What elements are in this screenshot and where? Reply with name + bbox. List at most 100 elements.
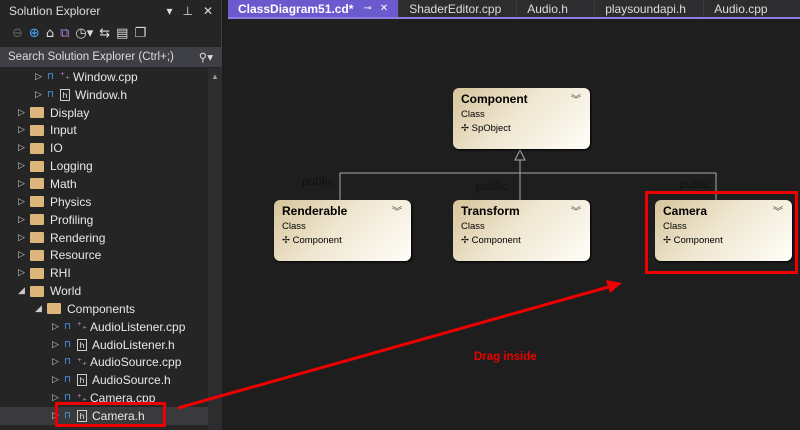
lock-icon: ⊓ [64, 339, 72, 350]
tree-item[interactable]: ◢World [0, 282, 208, 300]
inheritance-line [339, 172, 717, 200]
tree-item[interactable]: ▷ Display [0, 104, 208, 122]
class-kind: Class [461, 109, 485, 120]
collapse-icon[interactable]: ◢ [35, 303, 42, 314]
tree-item[interactable]: ▷Math [0, 175, 208, 193]
cpp-file-icon: ⁺₊ [76, 356, 88, 368]
tree-item[interactable]: ▷Profiling [0, 211, 208, 229]
expand-icon[interactable]: ▷ [18, 107, 25, 118]
expand-icon[interactable]: ▷ [18, 178, 25, 189]
scrollbar[interactable]: ▲ [208, 68, 222, 430]
expand-icon[interactable]: ▷ [18, 250, 25, 261]
search-input[interactable]: Search Solution Explorer (Ctrl+;) ⚲▾ [0, 47, 221, 67]
tree-item[interactable]: ▷Logging [0, 157, 208, 175]
expand-icon[interactable]: ▷ [35, 89, 42, 100]
lock-icon: ⊓ [64, 393, 72, 404]
vs-solution-icon[interactable]: ⧉ [60, 25, 70, 41]
tab[interactable]: playsoundapi.h [595, 0, 705, 17]
tab-label: playsoundapi.h [605, 1, 686, 16]
expand-icon[interactable]: ▷ [18, 143, 25, 154]
sync-icon[interactable]: ⇆ [99, 25, 111, 41]
expand-icon[interactable]: ▷ [52, 375, 59, 386]
tree-item-label: Camera.h [92, 408, 145, 423]
pin-icon[interactable]: ⊥ [182, 4, 193, 18]
tab[interactable]: ShaderEditor.cpp [399, 0, 518, 17]
header-file-icon: h [77, 338, 87, 351]
base-class: ✢ Component [663, 235, 723, 246]
tab-label: ShaderEditor.cpp [409, 1, 502, 16]
tree-item[interactable]: ▷⊓⁺₊AudioSource.cpp [0, 354, 208, 372]
expand-icon[interactable]: ▷ [18, 232, 25, 243]
tree-item-label: RHI [50, 266, 71, 281]
expand-icon[interactable]: ▷ [52, 339, 59, 350]
expand-icon[interactable]: ▷ [52, 357, 59, 368]
pending-changes-icon[interactable]: ◷▾ [75, 25, 94, 41]
tree-item-label: Components [67, 301, 136, 316]
tree-item[interactable]: ▷Rendering [0, 229, 208, 247]
expand-icon[interactable]: ▷ [35, 71, 42, 82]
class-name: Component [461, 92, 528, 106]
class-name: Transform [461, 204, 520, 218]
tree-item[interactable]: ▷⊓⁺₊AudioListener.cpp [0, 318, 208, 336]
tree-item-label: Window.cpp [73, 69, 138, 84]
expand-icon[interactable]: ▷ [52, 393, 59, 404]
tree-item[interactable]: ▷ IO [0, 139, 208, 157]
back-icon[interactable]: ⊖ [12, 25, 23, 41]
class-kind: Class [461, 221, 485, 232]
header-file-icon: h [77, 409, 87, 422]
tree-item[interactable]: ▷ RHI [0, 264, 208, 282]
tree-item[interactable]: ◢ Components [0, 300, 208, 318]
lock-icon: ⊓ [64, 321, 72, 332]
expand-chevron-icon[interactable]: ︾ [571, 207, 581, 218]
base-class-name: Component [471, 235, 521, 246]
expand-chevron-icon[interactable]: ︾ [571, 95, 581, 106]
show-all-files-icon[interactable]: ❐ [134, 25, 147, 41]
forward-icon[interactable]: ⊕ [28, 25, 40, 41]
class-kind: Class [663, 221, 687, 232]
tree-item[interactable]: ▷⊓⁺₊Camera.cpp [0, 389, 208, 407]
tree-item-label: Window.h [75, 87, 128, 102]
dropdown-icon[interactable]: ▾ [166, 4, 173, 18]
expand-chevron-icon[interactable]: ︾ [773, 207, 783, 218]
tab[interactable]: ClassDiagram51.cd* ⊸ ✕ [228, 0, 400, 17]
tree-item[interactable]: ▷⊓⁺₊Window.cpp [0, 68, 208, 86]
tree-item-label: AudioSource.h [92, 373, 171, 388]
tree-item[interactable]: ▷Input [0, 122, 208, 140]
tree-item[interactable]: ▷Resource [0, 246, 208, 264]
pin-icon[interactable]: ⊸ [363, 3, 372, 14]
tree-item-label: Display [50, 105, 90, 120]
tab[interactable]: Audio.h [517, 0, 596, 17]
tree-item-label: Camera.cpp [90, 391, 156, 406]
base-class-name: SpObject [471, 123, 511, 134]
expand-icon[interactable]: ▷ [18, 125, 25, 136]
collapse-all-icon[interactable]: ▤ [116, 25, 129, 41]
collapse-icon[interactable]: ◢ [18, 286, 25, 297]
tree-item-label: IO [50, 141, 63, 156]
expand-icon[interactable]: ▷ [18, 196, 25, 207]
expand-icon[interactable]: ▷ [18, 161, 25, 172]
tree-item-label: Physics [50, 194, 92, 209]
tab-label: ClassDiagram51.cd* [238, 1, 354, 16]
tab-label: Audio.h [527, 1, 568, 16]
search-icon[interactable]: ⚲▾ [198, 50, 213, 64]
folder-filter-icon [30, 178, 44, 190]
expand-icon[interactable]: ▷ [52, 321, 59, 332]
expand-icon[interactable]: ▷ [18, 214, 25, 225]
tree-item[interactable]: ▷ Physics [0, 193, 208, 211]
expand-icon[interactable]: ▷ [18, 268, 25, 279]
close-tab-icon[interactable]: ✕ [379, 3, 389, 14]
tab[interactable]: Audio.cpp [704, 0, 800, 17]
inheritance-label: public [680, 177, 712, 191]
close-icon[interactable]: ✕ [202, 4, 213, 18]
expand-chevron-icon[interactable]: ︾ [392, 207, 402, 218]
home-icon[interactable]: ⌂ [45, 25, 55, 41]
base-class-name: Component [673, 235, 723, 246]
